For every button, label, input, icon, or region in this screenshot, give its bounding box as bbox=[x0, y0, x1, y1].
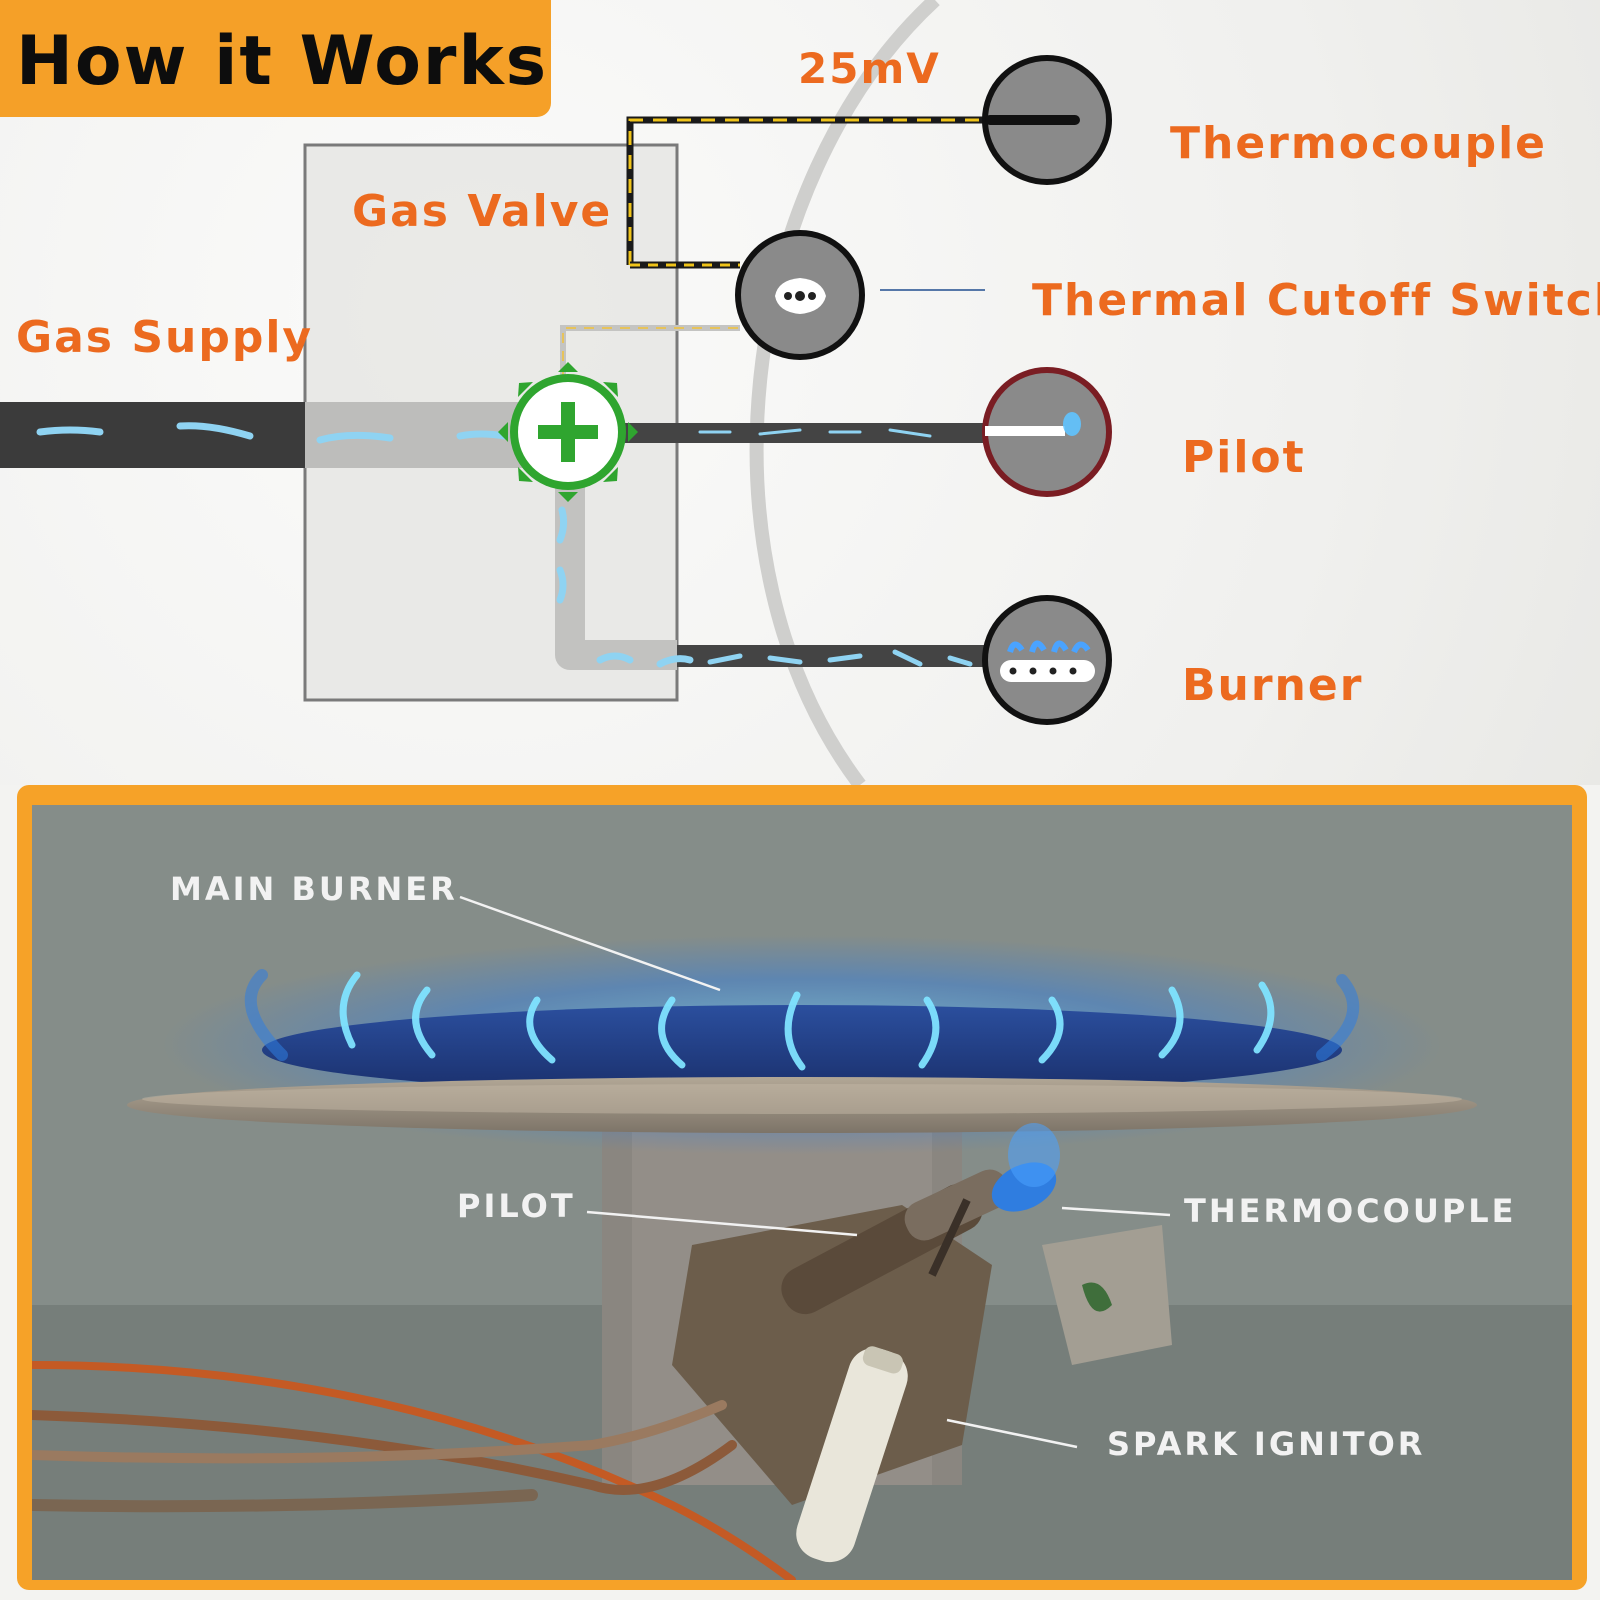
title-badge: How it Works bbox=[0, 0, 551, 117]
burner-photo: MAIN BURNER PILOT THERMOCOUPLE SPARK IGN… bbox=[32, 805, 1572, 1580]
photo-frame: MAIN BURNER PILOT THERMOCOUPLE SPARK IGN… bbox=[17, 785, 1587, 1590]
gas-supply-label: Gas Supply bbox=[16, 312, 314, 363]
thermocouple-label: Thermocouple bbox=[1170, 118, 1548, 169]
thermal-cutoff-label: Thermal Cutoff Switch bbox=[1032, 275, 1600, 326]
diagram-section: How it Works 25mV Thermocouple Gas Valve… bbox=[0, 0, 1600, 785]
gas-supply-pipe bbox=[0, 402, 305, 468]
copper-tubes bbox=[32, 1361, 796, 1580]
gas-valve-diagram bbox=[0, 0, 1112, 785]
thermal-cutoff-switch-icon bbox=[735, 230, 865, 360]
pilot-icon bbox=[982, 367, 1112, 497]
gas-flow-dashes bbox=[36, 422, 694, 668]
photo-thermocouple-label: THERMOCOUPLE bbox=[1184, 1192, 1517, 1230]
main-burner-label: MAIN BURNER bbox=[170, 870, 458, 908]
gas-valve-label: Gas Valve bbox=[352, 186, 613, 237]
thermocouple-icon bbox=[982, 55, 1112, 185]
photo-pilot-label: PILOT bbox=[457, 1187, 576, 1225]
burner-photo-illustration bbox=[32, 805, 1572, 1580]
photo-leader-lines bbox=[459, 895, 1171, 1449]
pilot-label: Pilot bbox=[1182, 432, 1306, 483]
burner-pipe bbox=[677, 645, 987, 667]
burner-icon bbox=[982, 595, 1112, 725]
background-arc bbox=[749, 0, 940, 785]
pilot-pipe bbox=[620, 423, 987, 443]
burner-flames bbox=[244, 969, 1360, 1071]
burner-label: Burner bbox=[1182, 660, 1364, 711]
spark-ignitor-label: SPARK IGNITOR bbox=[1107, 1425, 1426, 1463]
page-title: How it Works bbox=[16, 22, 549, 101]
internal-burner-pipe bbox=[555, 480, 677, 670]
valve-control-icon bbox=[498, 362, 638, 502]
voltage-label: 25mV bbox=[798, 44, 941, 93]
pilot-assembly bbox=[672, 1123, 1060, 1563]
